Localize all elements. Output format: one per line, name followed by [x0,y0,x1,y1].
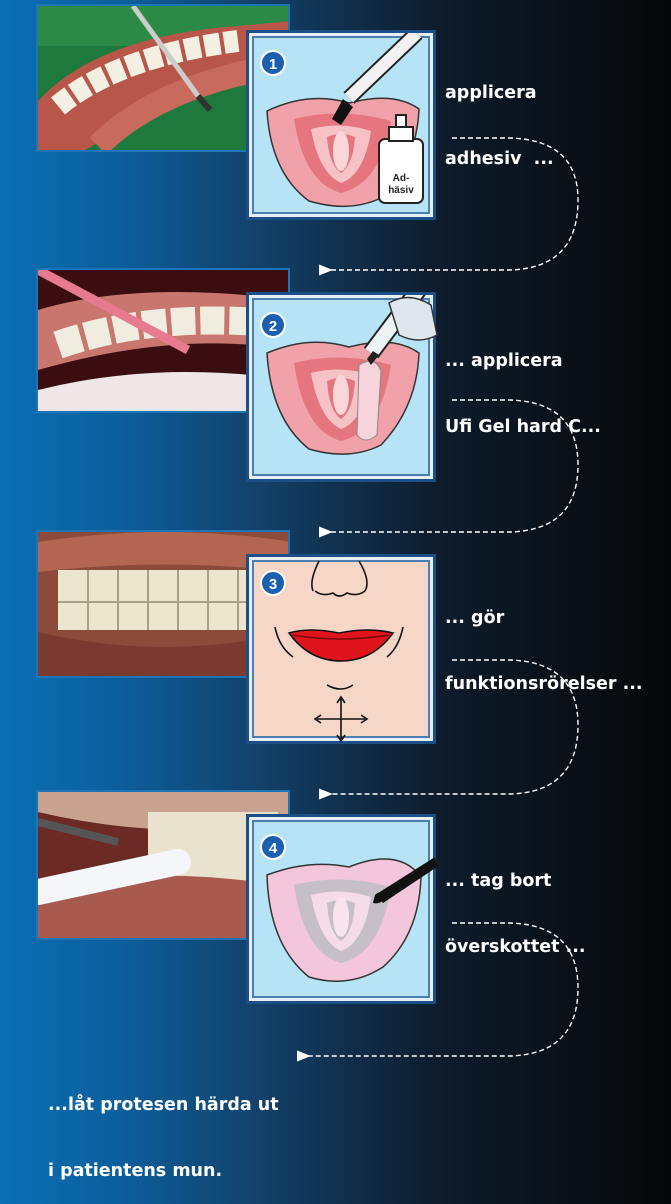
bottle-label-1: Ad- [393,173,410,184]
bottle-label-2: häsiv [388,185,414,196]
step-badge-2: 2 [261,313,285,337]
gum-icon [267,342,419,454]
svg-text:1: 1 [269,56,277,73]
caption-line: överskottet ... [445,936,586,958]
gum-icon [267,859,421,981]
step-1-panel: Ad- häsiv 1 [246,30,436,220]
step-3-caption: ... gör funktionsrörelser ... [445,563,643,717]
svg-text:4: 4 [269,840,278,857]
step-2-panel: 2 [246,292,436,482]
step-1-caption: applicera adhesiv ... [445,38,554,192]
final-caption: ...låt protesen härda ut i patientens mu… [48,1050,279,1204]
step-badge-3: 3 [261,571,285,595]
caption-line: i patientens mun. [48,1160,279,1182]
caption-line: applicera [445,82,554,104]
step-3-panel: 3 [246,554,436,744]
step-badge-1: 1 [261,51,285,75]
caption-line: ...låt protesen härda ut [48,1094,279,1116]
caption-line: Ufi Gel hard C... [445,416,601,438]
caption-line: adhesiv ... [445,148,554,170]
step-4-panel: 4 [246,814,436,1004]
caption-line: ... applicera [445,350,601,372]
svg-text:3: 3 [269,576,277,593]
step-2-caption: ... applicera Ufi Gel hard C... [445,306,601,460]
face-icon [275,561,403,689]
caption-line: funktionsrörelser ... [445,673,643,695]
step-4-caption: ... tag bort överskottet ... [445,826,586,980]
caption-line: ... tag bort [445,870,586,892]
caption-line: ... gör [445,607,643,629]
step-badge-4: 4 [261,835,285,859]
svg-text:2: 2 [269,318,277,335]
movement-arrows-icon [315,697,367,741]
